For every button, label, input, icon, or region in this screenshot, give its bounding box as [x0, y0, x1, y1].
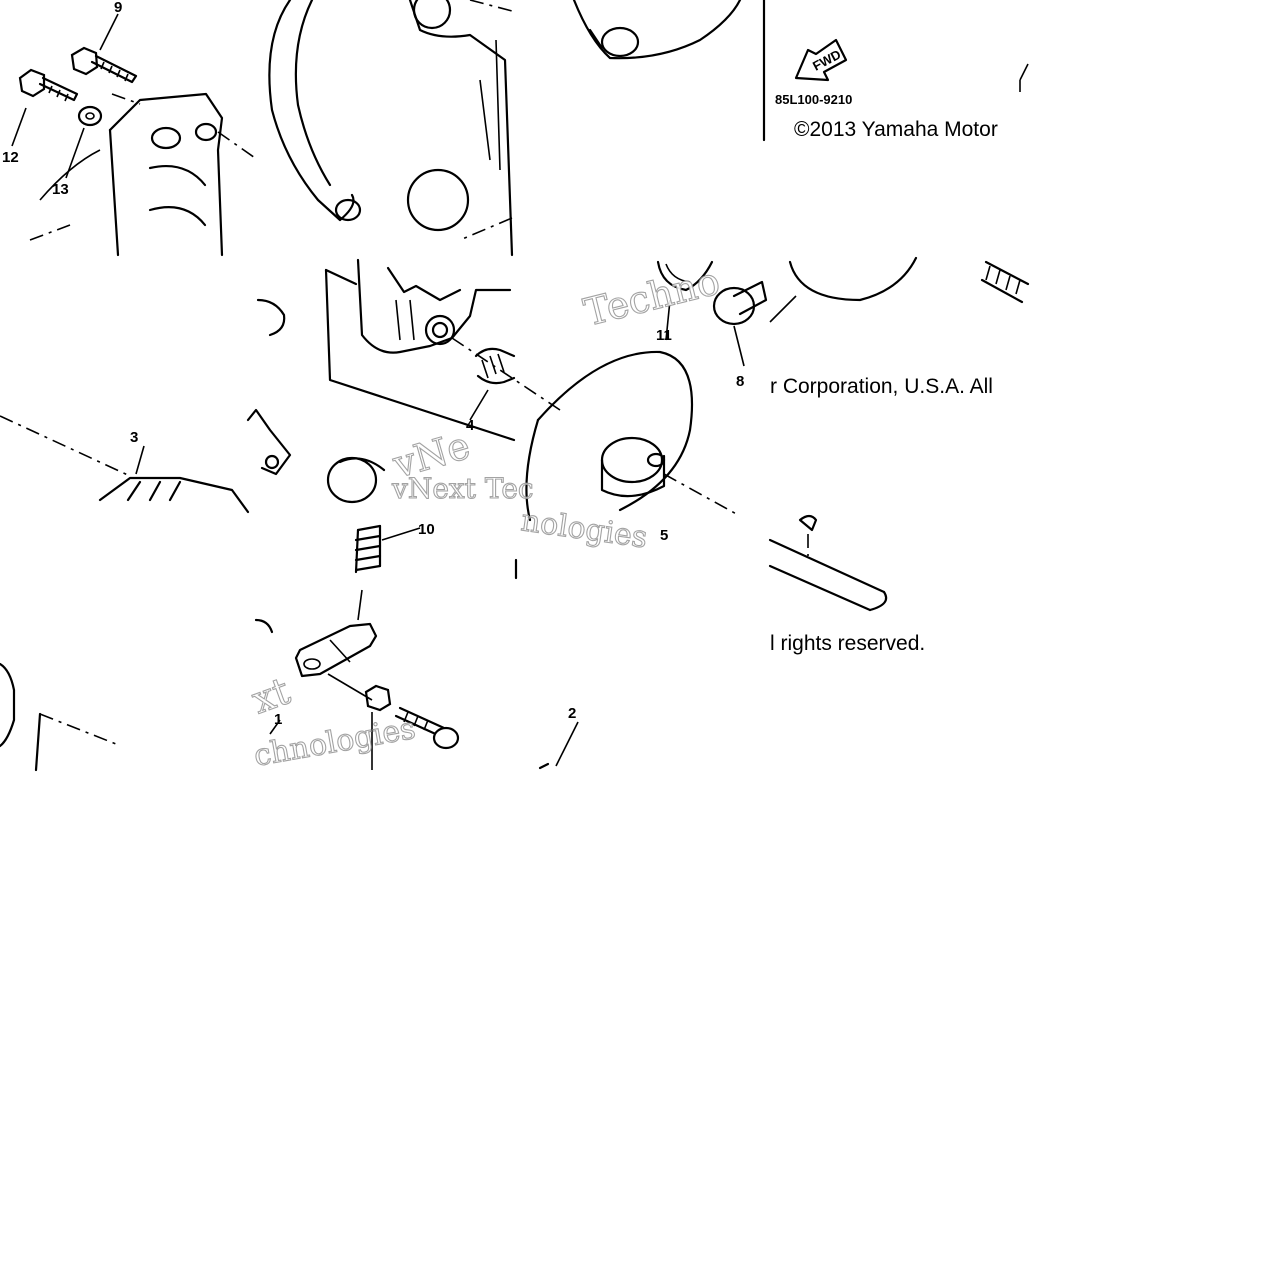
watermark: xt — [246, 669, 296, 723]
key-pin — [798, 514, 818, 556]
callout-9: 9 — [114, 0, 122, 16]
lever-housing — [268, 0, 517, 257]
watermark: Techno — [580, 259, 725, 335]
guide-3 — [98, 445, 250, 514]
shaft-lower — [768, 538, 888, 612]
throttle-body — [324, 258, 516, 442]
callout-10: 10 — [418, 521, 435, 538]
callout-1: 1 — [274, 711, 282, 728]
cover-part — [572, 0, 766, 142]
callout-3: 3 — [130, 429, 138, 446]
callout-2: 2 — [568, 705, 576, 722]
callout-4: 4 — [466, 417, 475, 434]
washer-13 — [77, 105, 103, 127]
mount-bracket — [29, 92, 259, 257]
callout-11: 11 — [656, 327, 672, 344]
callout-13: 13 — [52, 181, 69, 198]
callout-5: 5 — [660, 527, 668, 544]
pin-part — [256, 298, 286, 337]
nut-part — [364, 684, 392, 712]
callout-8: 8 — [736, 373, 744, 390]
watermark: nologies — [519, 503, 650, 555]
bolt-12 — [18, 68, 79, 102]
disc-5 — [525, 350, 741, 522]
part-code: 85L100-9210 — [775, 92, 852, 107]
callout-12: 12 — [2, 149, 19, 166]
copyright-line-1: ©2013 Yamaha Motor — [794, 118, 998, 141]
lever-1 — [294, 622, 378, 678]
screw-4 — [469, 347, 516, 421]
bracket-side — [246, 408, 292, 476]
collar-8 — [712, 280, 768, 367]
cap-part — [326, 456, 386, 504]
copyright-line-2: r Corporation, U.S.A. All — [770, 375, 993, 398]
bolt-lower — [394, 706, 460, 750]
fwd-arrow-icon: FWD — [794, 38, 848, 82]
spline-shaft — [980, 260, 1030, 304]
spring-10 — [354, 524, 421, 574]
copyright-line-3: l rights reserved. — [770, 632, 925, 655]
spring-seat-11 — [656, 260, 714, 341]
bolt-9 — [70, 46, 138, 84]
watermark: vNext Tec — [391, 472, 534, 505]
